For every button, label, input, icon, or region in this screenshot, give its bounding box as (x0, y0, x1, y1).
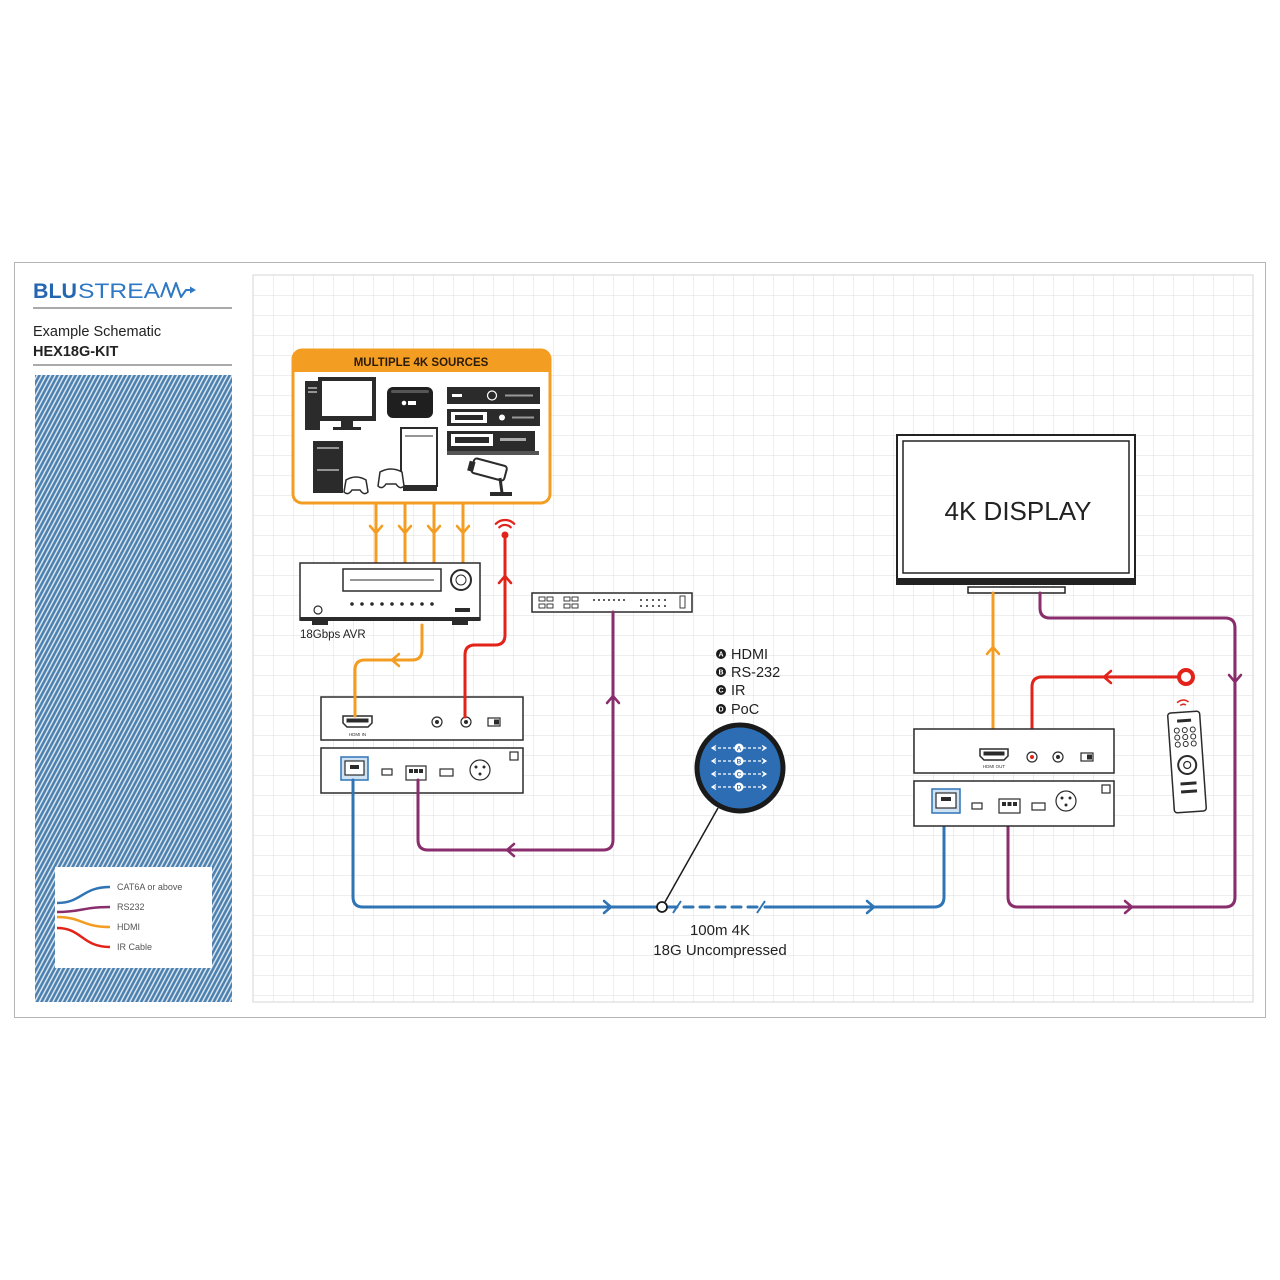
sidebar: BLU STREA Example Schematic HEX18G-KIT C… (33, 280, 232, 1002)
transmitter-unit: HDMI IN (320, 696, 524, 794)
cable-cross-section: A B C D (694, 722, 786, 814)
legend-label-rs232: RS232 (117, 902, 145, 912)
ir-emitter-icon (494, 518, 516, 539)
legend-label-ir: IR Cable (117, 942, 152, 952)
legend-label-cat6a: CAT6A or above (117, 882, 182, 892)
brand-logo: BLU STREA (33, 280, 196, 303)
media-streamer-icon (387, 387, 433, 418)
key-letter-a: A (718, 652, 723, 659)
blu-ray-player-icon (447, 387, 540, 404)
logo-light-text: STREA (78, 280, 160, 303)
games-console-icon (377, 427, 438, 491)
page-title: HEX18G-KIT (33, 344, 119, 360)
display-rs232-cable (1006, 591, 1243, 915)
callout-leader-line (664, 807, 719, 903)
logo-bold-text: BLU (33, 280, 77, 303)
rx-to-display-hdmi-cable (985, 591, 1001, 752)
key-letter-b: B (718, 670, 723, 677)
legend-swatch-ir (56, 926, 111, 949)
legend-swatch-cat6a (56, 885, 111, 905)
avr-receiver (299, 562, 481, 625)
key-letter-d: D (718, 707, 723, 714)
logo-arrow-icon (190, 286, 196, 294)
callout-letter-b: B (737, 758, 742, 765)
legend-label-hdmi: HDMI (117, 922, 140, 932)
tx-rs232-cable (416, 610, 621, 858)
key-label-poc: PoC (731, 702, 759, 718)
tx-hdmi-port (342, 715, 373, 728)
display-4k: 4K DISPLAY (896, 434, 1136, 594)
callout-letter-d: D (737, 784, 742, 791)
key-letter-c: C (718, 688, 723, 695)
remote-control-icon (1167, 699, 1207, 814)
signal-key: A B C D HDMI RS-232 IR PoC (716, 647, 780, 718)
display-label: 4K DISPLAY (945, 496, 1092, 526)
hdbaset-cable (351, 778, 946, 915)
ir-emitter-cable (463, 537, 513, 719)
cable-legend: CAT6A or above RS232 HDMI IR Cable (55, 867, 212, 968)
key-label-hdmi: HDMI (731, 647, 768, 663)
legend-swatch-hdmi (56, 915, 111, 929)
key-label-ir: IR (731, 683, 746, 699)
legend-box (55, 867, 212, 968)
sources-header-band (293, 350, 550, 372)
rx-hdmi-port (979, 748, 1009, 761)
games-console-icon (313, 441, 369, 495)
avr-label: 18Gbps AVR (300, 629, 366, 641)
remote-ir-signal-icon (1176, 699, 1190, 707)
blu-ray-player-icon (447, 409, 540, 426)
rx-ir-receiver-cable (1030, 668, 1195, 754)
source-hdmi-cables (368, 501, 471, 565)
cctv-camera-icon (467, 457, 512, 496)
page-subtitle: Example Schematic (33, 324, 161, 340)
receiver-unit: HDMI OUT (913, 728, 1115, 827)
pc-icon (305, 377, 376, 430)
sources-title: MULTIPLE 4K SOURCES (354, 357, 489, 369)
logo-wave-icon (160, 282, 192, 298)
callout-letter-a: A (737, 745, 742, 752)
link-spec-label: 18G Uncompressed (653, 942, 786, 959)
set-top-box-icon (447, 431, 539, 455)
callout-letter-c: C (737, 771, 742, 778)
rx-hdmi-port-label: HDMI OUT (983, 764, 1005, 769)
link-distance-label: 100m 4K (690, 922, 750, 939)
sources-panel: MULTIPLE 4K SOURCES (291, 348, 552, 505)
network-switch (531, 592, 693, 613)
key-label-rs232: RS-232 (731, 665, 780, 681)
tx-hdmi-port-label: HDMI IN (349, 732, 366, 737)
avr-to-tx-hdmi-cable (353, 623, 424, 718)
legend-swatch-rs232 (56, 905, 111, 914)
ir-receiver-eye (1177, 668, 1195, 686)
cable-callout-marker (656, 901, 668, 913)
